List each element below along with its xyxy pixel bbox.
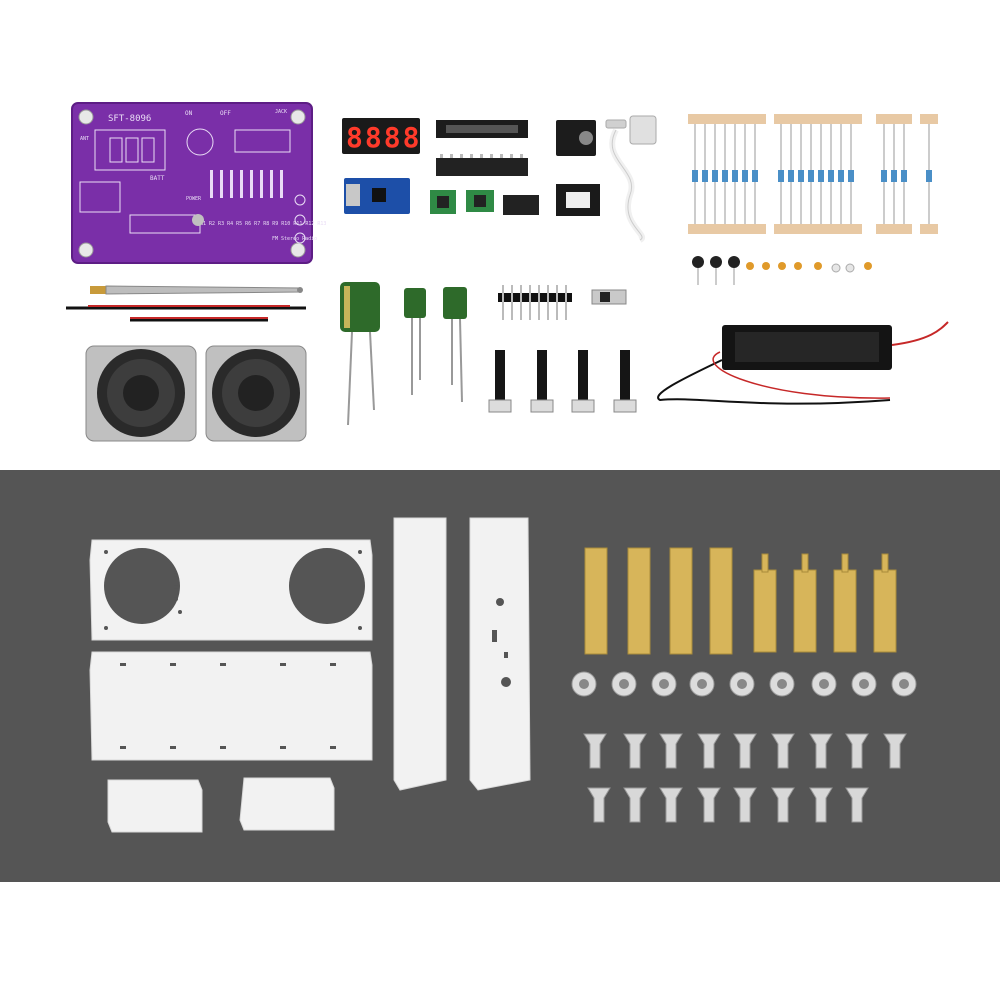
screws-row-2 [587,787,869,823]
pcb-on-label: ON [185,110,193,117]
ic-socket [436,120,528,138]
transistors-and-capacitors [692,256,872,285]
red-black-wire-a [66,305,306,310]
display-digits: 8888 [346,121,421,154]
hex-nut-holes [579,679,909,689]
charging-module [344,178,410,214]
pcb-stereo-label: FM Stereo Radio [272,236,317,242]
slide-switch [591,289,627,305]
tactile-buttons [488,350,637,413]
screws-row-1 [583,733,907,769]
telescopic-antenna [90,285,303,295]
resistor-strip-4 [920,114,938,234]
ic-socket-small [556,184,600,216]
speaker-left [85,345,197,442]
resistor-strip-1 [688,114,766,234]
pcb-ant-label: ANT [80,136,89,142]
pcb-batt-label: BATT [150,175,165,182]
pcb-power-label: POWER [186,196,202,202]
resistor-strip-3 [876,114,912,234]
bottom-margin [0,882,1000,1000]
seven-segment-display: 8888 [342,118,421,154]
amp-chip [503,195,539,215]
radio-ic-chip [436,154,528,176]
brass-standoffs [584,547,897,655]
red-black-wire-b [130,317,268,322]
acrylic-top-panel [89,651,373,761]
acrylic-side-panel-left [107,779,203,833]
usb-cable [605,115,657,243]
acrylic-side-panel-right [239,777,335,831]
green-module-a [430,190,456,214]
battery-holder [657,321,949,405]
pcb-model-label: SFT-8096 [108,114,151,124]
pcb-off-label: OFF [220,110,231,117]
pcb-jack-label: JACK [275,109,287,115]
acrylic-long-strip-left [393,517,447,791]
pin-header [498,285,572,320]
pcb-board: SFT-8096 ANT ON OFF JACK BATT POWER R1 R… [71,102,326,264]
acrylic-long-strip-right [469,517,531,791]
electrolytic-capacitors [340,282,467,426]
acrylic-front-panel [89,539,373,641]
resistor-strip-2 [774,114,862,234]
green-module-b [466,190,494,212]
pcb-resistor-row-label: R1 R2 R3 R4 R5 R6 R7 R8 R9 R10 R11 R12 R… [200,221,326,227]
headphone-jack [556,120,596,156]
speaker-right [205,345,307,442]
